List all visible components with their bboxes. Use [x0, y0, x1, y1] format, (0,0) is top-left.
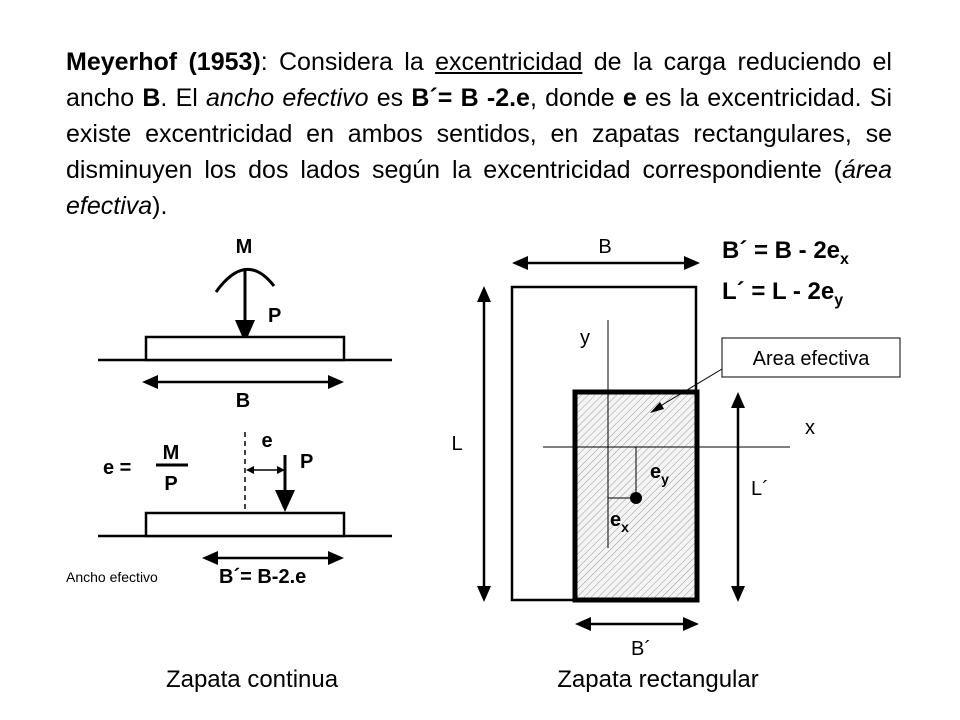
ex-label: ex — [610, 509, 629, 535]
ey-label: ey — [650, 461, 669, 487]
effective-length-label: L´ — [751, 478, 769, 500]
equation-l-base: L´ = L - 2e — [722, 278, 834, 305]
ex-base: e — [610, 509, 621, 531]
width-label: B — [236, 390, 250, 412]
author-ref: Meyerhof (1953) — [66, 48, 261, 76]
text-run: , donde — [529, 84, 623, 112]
effective-width-formula: B´= B-2.e — [219, 566, 306, 588]
italic-term: ancho efectivo — [206, 84, 369, 112]
effective-width-arrowhead-left — [202, 551, 218, 565]
ey-subscript: y — [661, 471, 669, 487]
eccentric-load-arrowhead — [275, 490, 295, 512]
moment-label: M — [236, 236, 253, 258]
continuous-caption: Zapata continua — [166, 666, 339, 693]
text-run: ). — [152, 192, 168, 220]
bold-term: B — [142, 84, 161, 112]
x-axis-label: x — [805, 417, 815, 439]
text-run: de la carga reduciendo el ancho — [66, 48, 892, 112]
text-run: es la excentricidad. Si existe excentric… — [66, 84, 893, 184]
area-callout-leader — [656, 368, 723, 409]
text-run: es — [368, 84, 412, 112]
rectangular-footing: B L y x ey ex Area efectiva L´ B´ B´ — [451, 236, 901, 660]
area-callout-label: Area efectiva — [753, 348, 871, 370]
formula-lhs: e = — [103, 457, 131, 479]
formula-denominator: P — [164, 473, 177, 495]
width-arrowhead-right — [684, 256, 700, 270]
eccentric-load-label: P — [300, 451, 313, 473]
continuous-footing-bottom: e = M P e P Ancho efectivo B´= B-2.e — [66, 430, 392, 588]
equation-b-effective: B´ = B - 2ex — [722, 237, 849, 268]
length-arrowhead-bottom — [477, 586, 491, 602]
width-arrowhead-left — [512, 256, 528, 270]
width-label: B — [598, 236, 611, 258]
rectangular-caption: Zapata rectangular — [557, 666, 758, 693]
equation-b-subscript: x — [840, 251, 849, 268]
effective-width-arrowhead-right — [683, 617, 699, 631]
equation-b-base: B´ = B - 2e — [722, 237, 840, 264]
bold-formula: B´= B -2.e — [411, 84, 530, 112]
load-point-dot — [630, 492, 642, 504]
width-arrowhead-right — [328, 375, 344, 389]
effective-length-arrowhead-bottom — [731, 586, 745, 602]
area-callout-box — [721, 337, 901, 378]
bold-term: e — [622, 84, 637, 112]
equation-l-subscript: y — [834, 292, 843, 309]
eccentricity-arrowhead-left — [246, 466, 254, 474]
continuous-footing-top: M P B — [98, 236, 392, 412]
italic-term: área efectiva — [66, 156, 892, 220]
ancho-efectivo-caption: Ancho efectivo — [66, 569, 158, 585]
eccentricity-arrowhead-right — [277, 466, 285, 474]
text-run: : Considera la — [260, 48, 436, 76]
y-axis-label: y — [580, 327, 590, 349]
ex-subscript: x — [621, 519, 629, 535]
effective-width-label: B´ — [631, 638, 651, 660]
area-callout-arrowhead — [650, 402, 664, 413]
description-paragraph: Meyerhof (1953): Considera la excentrici… — [66, 44, 892, 224]
length-label: L — [451, 433, 462, 455]
load-label: P — [268, 305, 281, 327]
effective-width-arrowhead-right — [328, 551, 344, 565]
ey-base: e — [650, 461, 661, 483]
text-run: . El — [160, 84, 207, 112]
effective-width-arrowhead-left — [575, 617, 591, 631]
eccentricity-label: e — [261, 430, 272, 452]
load-arrowhead — [235, 320, 255, 343]
equation-l-effective: L´ = L - 2ey — [722, 278, 843, 309]
width-arrowhead-left — [142, 375, 158, 389]
footing-body — [144, 335, 346, 362]
footing-body — [144, 511, 346, 538]
effective-length-arrowhead-top — [731, 392, 745, 408]
length-arrowhead-top — [477, 286, 491, 302]
underlined-term: excentricidad — [435, 48, 583, 76]
formula-numerator: M — [163, 442, 180, 464]
